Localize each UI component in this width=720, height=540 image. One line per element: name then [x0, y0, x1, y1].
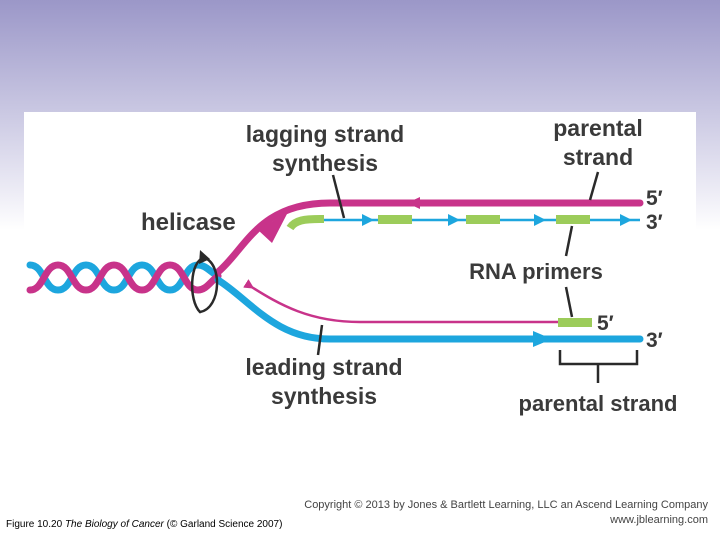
okazaki-arrow-4: [620, 214, 632, 226]
label-parental-top-line2: strand: [563, 144, 633, 170]
top-parental-strand-arrowhead: [258, 212, 288, 243]
pointer-primer-lower: [564, 286, 574, 318]
top-strand-direction-arrow: [407, 197, 420, 209]
label-parental-top-line1: parental: [553, 115, 642, 141]
label-top-5prime: 5′: [646, 187, 663, 210]
label-lagging-line1: lagging strand: [246, 121, 404, 147]
pointer-primer-upper: [564, 225, 574, 257]
label-top-3prime: 3′: [646, 211, 663, 234]
label-lagging-line2: synthesis: [272, 150, 378, 176]
label-mid-5prime: 5′: [597, 312, 614, 335]
label-helicase: helicase: [141, 209, 236, 236]
lagging-strand: [286, 214, 640, 231]
label-parental-bottom: parental strand: [519, 391, 678, 416]
helicase-ring-arrowhead: [199, 250, 210, 264]
copyright-notice: Copyright © 2013 by Jones & Bartlett Lea…: [288, 498, 708, 528]
okazaki-arrow-1: [362, 214, 374, 226]
label-leading-line1: leading strand: [245, 354, 402, 380]
helicase-ring-front: [198, 256, 219, 314]
okazaki-arrow-3: [534, 214, 546, 226]
helix-magenta-strand: [26, 261, 222, 294]
caption-book-title: The Biology of Cancer: [64, 519, 164, 530]
rna-primer-2: [378, 215, 412, 224]
bottom-strand-direction-arrow: [533, 331, 552, 347]
label-bottom-3prime: 3′: [646, 329, 663, 352]
pointer-parental-top: [588, 171, 600, 201]
okazaki-arrow-2: [448, 214, 460, 226]
top-parental-strand: [214, 199, 644, 276]
caption-figure-number: Figure 10.20: [6, 519, 63, 530]
label-rna-primers: RNA primers: [469, 259, 603, 284]
label-leading-line2: synthesis: [271, 383, 377, 409]
publisher-url: www.jblearning.com: [610, 514, 708, 526]
rna-primer-1: [286, 215, 324, 231]
rna-primer-4: [556, 215, 590, 224]
copyright-line: Copyright © 2013 by Jones & Bartlett Lea…: [304, 499, 708, 511]
leading-strand-new: [243, 279, 560, 324]
helicase-ring: [190, 250, 219, 314]
caption-source: (© Garland Science 2007): [166, 519, 283, 530]
rna-primer-3: [466, 215, 500, 224]
rna-primer-leading: [558, 318, 592, 327]
pointer-lagging: [331, 174, 346, 219]
bottom-parental-strand: [214, 276, 644, 343]
figure-caption: Figure 10.20 The Biology of Cancer (© Ga…: [6, 519, 282, 530]
double-helix: [26, 261, 222, 294]
bracket-parental-bottom: [558, 350, 639, 383]
pointer-leading: [316, 324, 324, 356]
